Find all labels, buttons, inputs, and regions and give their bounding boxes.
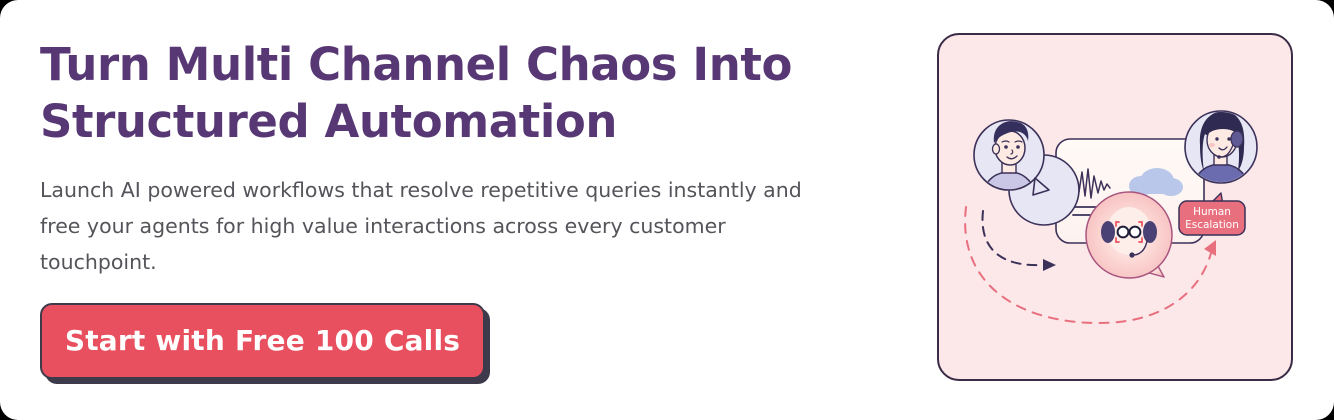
start-free-calls-button[interactable]: Start with Free 100 Calls xyxy=(40,303,485,379)
illustration-panel: Human Escalation xyxy=(937,33,1293,381)
badge-line-1: Human xyxy=(1193,206,1231,218)
status-badge: Human Escalation xyxy=(1178,192,1246,236)
page-title: Turn Multi Channel Chaos Into Structured… xyxy=(40,38,793,148)
banner-description: Launch AI powered workflows that resolve… xyxy=(40,178,802,274)
customer-avatar-icon xyxy=(973,119,1080,226)
cloud-icon xyxy=(1129,168,1183,196)
bot-flow-arrow-icon xyxy=(981,210,1056,271)
ai-bot-icon xyxy=(1085,191,1173,279)
badge-line-2: Escalation xyxy=(1185,219,1239,231)
workflow-illustration: Human Escalation xyxy=(964,110,1258,325)
escalation-flow-arrow-icon xyxy=(964,206,1216,325)
copy-column: Turn Multi Channel Chaos Into Structured… xyxy=(40,36,840,280)
cta-container: Start with Free 100 Calls xyxy=(40,303,485,379)
